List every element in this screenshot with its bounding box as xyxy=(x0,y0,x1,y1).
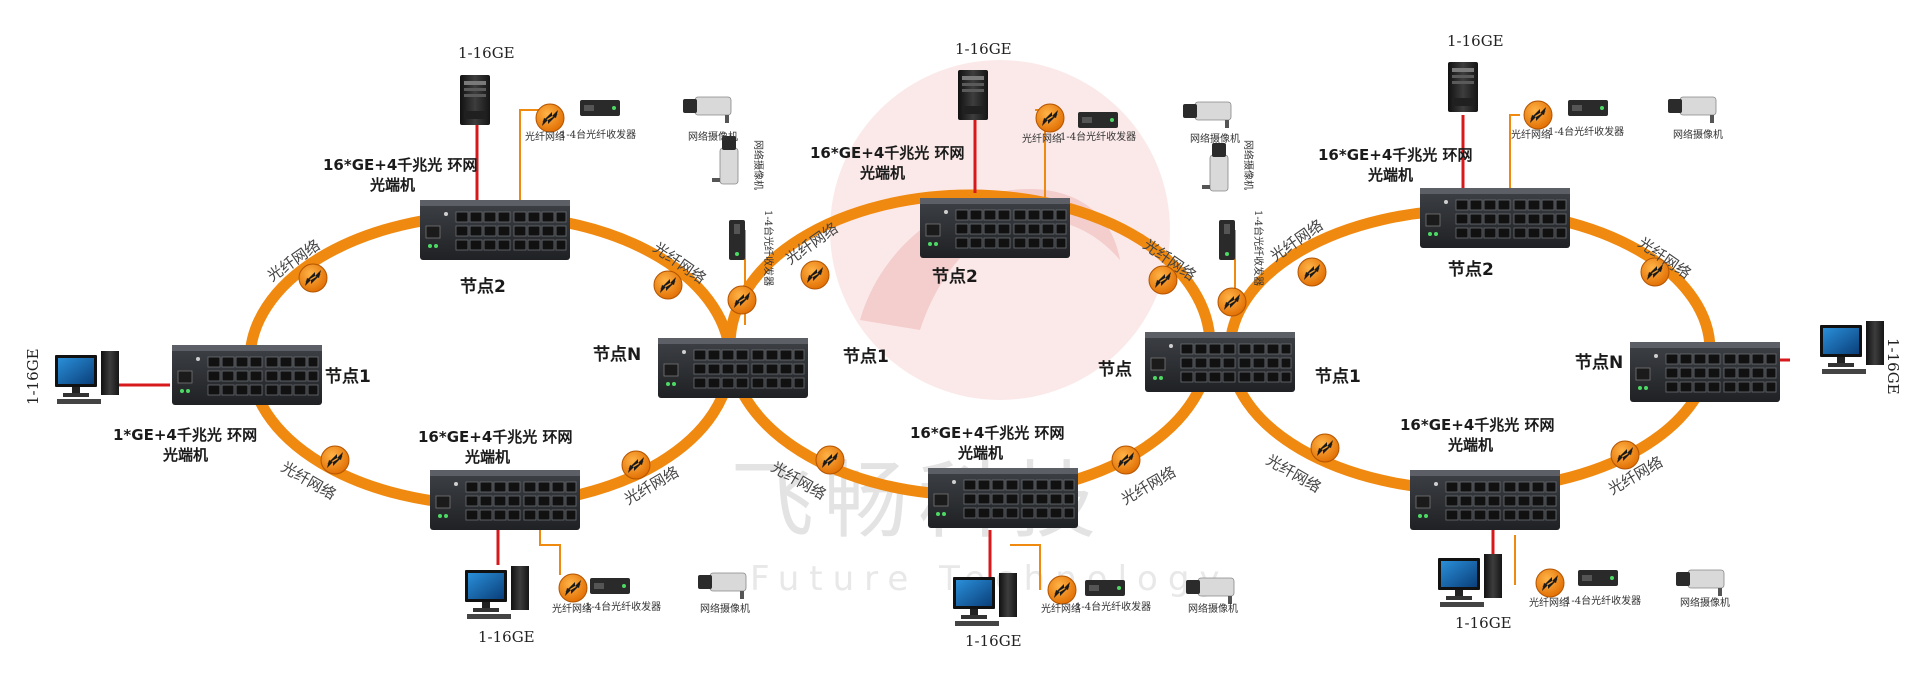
switch-title: 16*GE+4千兆光 环网 xyxy=(323,156,478,174)
switch-title: 16*GE+4千兆光 环网 xyxy=(810,144,965,162)
switch-subtitle: 光端机 xyxy=(369,176,415,194)
transceiver-label: 1-4台光纤收发器 xyxy=(1075,600,1151,613)
pc-icon xyxy=(465,566,529,619)
fiber-small-label: 光纤网络 xyxy=(1022,132,1062,145)
switch-nodeN-center xyxy=(657,337,809,399)
transceiver-label: 1-4台光纤收发器 xyxy=(1060,130,1136,143)
node-label: 节点1 xyxy=(1315,366,1361,387)
switch-right-nodeN xyxy=(1629,341,1781,403)
camera-icon xyxy=(682,96,732,124)
switch-title: 16*GE+4千兆光 环网 xyxy=(418,428,573,446)
node-label: 节点N xyxy=(593,344,641,365)
camera-label: 网络摄像机 xyxy=(688,130,738,143)
switch-subtitle: 光端机 xyxy=(464,448,510,466)
pc-icon xyxy=(953,573,1017,626)
camera-icon xyxy=(1667,96,1717,124)
server-icon xyxy=(958,70,988,120)
node-label: 节点2 xyxy=(460,276,506,297)
transceiver-icon xyxy=(1219,220,1235,260)
camera-label: 网络摄像机 xyxy=(700,602,750,615)
ge-label: 1-16GE xyxy=(965,632,1022,650)
switch-subtitle: 光端机 xyxy=(957,444,1003,462)
fiber-small-label: 光纤网络 xyxy=(552,602,592,615)
ge-label-vertical: 1-16GE xyxy=(1884,338,1902,395)
camera-icon xyxy=(1182,101,1232,129)
transceiver-icon xyxy=(580,100,620,116)
fiber-small-label: 光纤网络 xyxy=(525,130,565,143)
node-label: 节点1 xyxy=(843,346,889,367)
switch-subtitle: 光端机 xyxy=(1447,436,1493,454)
pc-icon xyxy=(1438,554,1502,607)
switch-title: 1*GE+4千兆光 环网 xyxy=(113,426,257,444)
ge-label: 1-16GE xyxy=(1455,614,1512,632)
fiber-small-label: 光纤网络 xyxy=(1041,602,1081,615)
switch-subtitle: 光端机 xyxy=(859,164,905,182)
camera-icon xyxy=(1185,577,1235,605)
switch-right-node xyxy=(1144,331,1296,393)
ge-label: 1-16GE xyxy=(1447,32,1504,50)
ge-label: 1-16GE xyxy=(478,628,535,646)
node-label: 节点2 xyxy=(932,266,978,287)
switch-left-node1 xyxy=(171,344,323,406)
transceiver-icon xyxy=(1085,580,1125,596)
server-icon xyxy=(460,75,490,125)
switch-title: 16*GE+4千兆光 环网 xyxy=(1400,416,1555,434)
switch-subtitle: 光端机 xyxy=(1367,166,1413,184)
switch-middle-node2 xyxy=(919,197,1071,259)
camera-icon xyxy=(697,572,747,600)
transceiver-label: 1-4台光纤收发器 xyxy=(1548,125,1624,138)
fiber-small-label: 光纤网络 xyxy=(1529,596,1569,609)
fiber-small-label: 光纤网络 xyxy=(1511,128,1551,141)
camera-icon xyxy=(1675,569,1725,597)
pc-icon xyxy=(55,351,119,404)
node-label: 节点N xyxy=(1575,352,1623,373)
side-camera-label: 网络摄像机 xyxy=(1242,140,1255,190)
switch-left-node2 xyxy=(419,199,571,261)
transceiver-label: 1-4台光纤收发器 xyxy=(585,600,661,613)
camera-label: 网络摄像机 xyxy=(1680,596,1730,609)
ge-label-vertical: 1-16GE xyxy=(24,348,42,405)
side-transceiver-label: 1-4台光纤收发器 xyxy=(1252,210,1265,286)
switch-left-bottom xyxy=(429,469,581,531)
camera-icon xyxy=(1201,142,1229,192)
transceiver-icon xyxy=(729,220,745,260)
switch-subtitle: 光端机 xyxy=(162,446,208,464)
server-icon xyxy=(1448,62,1478,112)
transceiver-icon xyxy=(1578,570,1618,586)
switch-title: 16*GE+4千兆光 环网 xyxy=(910,424,1065,442)
node-label: 节点 xyxy=(1098,359,1132,380)
uplink-lines xyxy=(110,95,1790,580)
switch-right-node2 xyxy=(1419,187,1571,249)
ge-label: 1-16GE xyxy=(458,44,515,62)
transceiver-icon xyxy=(1568,100,1608,116)
pc-icon xyxy=(1820,321,1884,374)
ge-label: 1-16GE xyxy=(955,40,1012,58)
transceiver-icon xyxy=(1078,112,1118,128)
node-label: 节点2 xyxy=(1448,259,1494,280)
watermark-swoosh-icon xyxy=(860,188,1120,330)
camera-label: 网络摄像机 xyxy=(1673,128,1723,141)
transceiver-icon xyxy=(590,578,630,594)
camera-icon xyxy=(711,135,739,185)
switch-middle-bottom xyxy=(927,467,1079,529)
node-label: 节点1 xyxy=(325,366,371,387)
switch-title: 16*GE+4千兆光 环网 xyxy=(1318,146,1473,164)
transceiver-label: 1-4台光纤收发器 xyxy=(1565,594,1641,607)
switch-right-bottom xyxy=(1409,469,1561,531)
side-transceiver-label: 1-4台光纤收发器 xyxy=(762,210,775,286)
camera-label: 网络摄像机 xyxy=(1190,132,1240,145)
camera-label: 网络摄像机 xyxy=(1188,602,1238,615)
side-camera-label: 网络摄像机 xyxy=(752,140,765,190)
transceiver-label: 1-4台光纤收发器 xyxy=(560,128,636,141)
